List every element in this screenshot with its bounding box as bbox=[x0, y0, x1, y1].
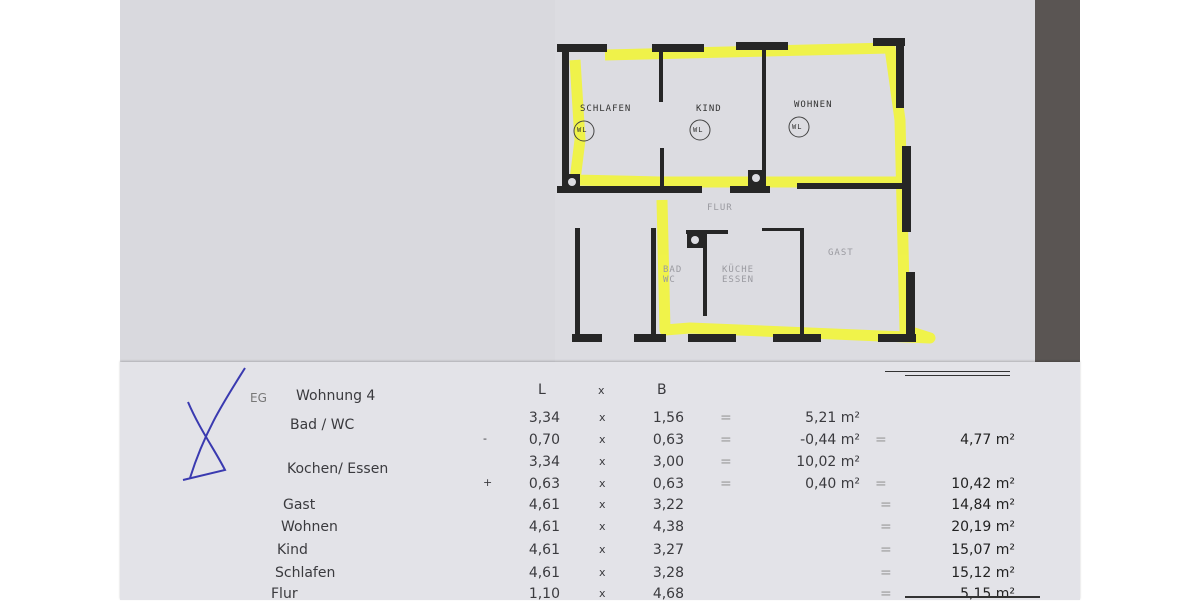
unit-title: Wohnung 4 bbox=[296, 388, 376, 404]
column-header-b: B bbox=[657, 382, 667, 398]
equals-sign: = bbox=[880, 497, 892, 513]
room-name: Bad / WC bbox=[290, 417, 355, 433]
width-value: 0,63 bbox=[652, 432, 684, 448]
outlet-label: WL bbox=[792, 123, 803, 131]
equals-sign: = bbox=[875, 432, 887, 448]
header-rule bbox=[905, 375, 1010, 376]
area-calculation-sheet bbox=[120, 362, 1080, 600]
operator-sign: - bbox=[483, 432, 487, 445]
multiply-sign: x bbox=[599, 498, 606, 511]
sum-rule bbox=[905, 596, 1040, 598]
room-label-gast: GAST bbox=[828, 248, 854, 258]
room-name: Flur bbox=[271, 586, 298, 602]
width-value: 3,22 bbox=[652, 497, 684, 513]
multiply-sign: x bbox=[599, 477, 606, 490]
equals-sign: = bbox=[880, 542, 892, 558]
width-value: 4,68 bbox=[652, 586, 684, 602]
width-value: 0,63 bbox=[652, 476, 684, 492]
length-value: 1,10 bbox=[528, 586, 560, 602]
multiply-sign: x bbox=[599, 455, 606, 468]
partial-area: 0,40 m² bbox=[805, 476, 860, 492]
width-value: 1,56 bbox=[652, 410, 684, 426]
outlet-label: WL bbox=[693, 126, 704, 134]
total-area: 4,77 m² bbox=[960, 432, 1015, 448]
outlet-symbols bbox=[573, 116, 810, 142]
floor-label: EG bbox=[250, 391, 267, 405]
multiply-sign: x bbox=[599, 543, 606, 556]
width-value: 3,28 bbox=[652, 565, 684, 581]
equals-sign: = bbox=[875, 476, 887, 492]
multiply-sign: x bbox=[599, 566, 606, 579]
length-value: 4,61 bbox=[528, 497, 560, 513]
total-area: 10,42 m² bbox=[951, 476, 1015, 492]
column-header-x: x bbox=[598, 384, 605, 397]
room-label-kueche: KÜCHE ESSEN bbox=[722, 265, 755, 285]
total-area: 5,15 m² bbox=[960, 586, 1015, 602]
multiply-sign: x bbox=[599, 411, 606, 424]
multiply-sign: x bbox=[599, 587, 606, 600]
multiply-sign: x bbox=[599, 433, 606, 446]
multiply-sign: x bbox=[599, 520, 606, 533]
equals-sign: = bbox=[720, 454, 732, 470]
equals-sign: = bbox=[880, 586, 892, 602]
equals-sign: = bbox=[720, 410, 732, 426]
operator-sign: + bbox=[483, 476, 493, 489]
length-value: 0,63 bbox=[528, 476, 560, 492]
partial-area: 5,21 m² bbox=[805, 410, 860, 426]
total-area: 15,07 m² bbox=[951, 542, 1015, 558]
total-area: 15,12 m² bbox=[951, 565, 1015, 581]
room-name: Schlafen bbox=[275, 565, 336, 581]
total-area: 14,84 m² bbox=[951, 497, 1015, 513]
equals-sign: = bbox=[880, 519, 892, 535]
room-name: Kochen/ Essen bbox=[287, 461, 389, 477]
width-value: 3,27 bbox=[652, 542, 684, 558]
room-label-wohnen: WOHNEN bbox=[794, 100, 833, 110]
length-value: 3,34 bbox=[528, 454, 560, 470]
total-area: 20,19 m² bbox=[951, 519, 1015, 535]
room-label-schlafen: SCHLAFEN bbox=[580, 104, 632, 114]
equals-sign: = bbox=[720, 432, 732, 448]
outlet-label: WL bbox=[577, 126, 588, 134]
equals-sign: = bbox=[720, 476, 732, 492]
room-name: Kind bbox=[277, 542, 308, 558]
room-label-flur: FLUR bbox=[707, 203, 733, 213]
length-value: 4,61 bbox=[528, 565, 560, 581]
length-value: 0,70 bbox=[528, 432, 560, 448]
header-rule bbox=[885, 371, 1010, 372]
column-header-l: L bbox=[538, 382, 546, 398]
partial-area: 10,02 m² bbox=[796, 454, 860, 470]
room-label-kind: KIND bbox=[696, 104, 722, 114]
equals-sign: = bbox=[880, 565, 892, 581]
length-value: 3,34 bbox=[528, 410, 560, 426]
room-label-bad-wc: BAD WC bbox=[663, 265, 683, 285]
length-value: 4,61 bbox=[528, 542, 560, 558]
room-name: Wohnen bbox=[281, 519, 338, 535]
width-value: 3,00 bbox=[652, 454, 684, 470]
room-name: Gast bbox=[283, 497, 316, 513]
width-value: 4,38 bbox=[652, 519, 684, 535]
length-value: 4,61 bbox=[528, 519, 560, 535]
floor-plan-drawing bbox=[557, 38, 936, 344]
partial-area: -0,44 m² bbox=[800, 432, 860, 448]
